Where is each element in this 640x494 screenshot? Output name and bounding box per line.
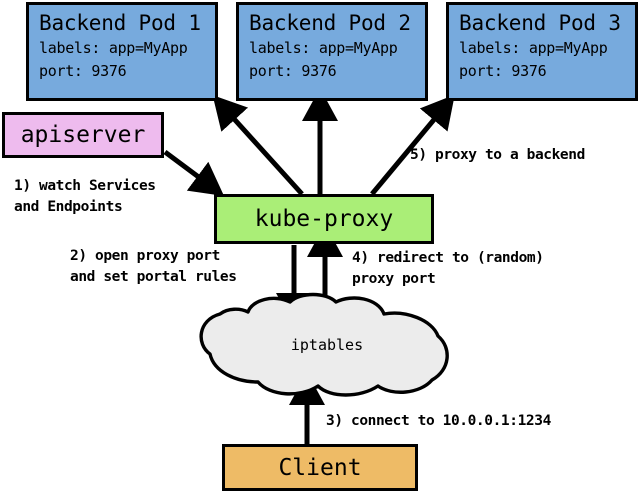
apiserver-label: apiserver	[20, 122, 146, 148]
backend-pod-3[interactable]: Backend Pod 3 labels: app=MyApp port: 93…	[446, 2, 638, 101]
backend-pod-1[interactable]: Backend Pod 1 labels: app=MyApp port: 93…	[26, 2, 218, 101]
kube-proxy-node[interactable]: kube-proxy	[214, 194, 434, 244]
client-label: Client	[278, 454, 362, 481]
backend-pod-1-title: Backend Pod 1	[39, 11, 201, 35]
step-5-label: 5) proxy to a backend	[410, 145, 585, 166]
backend-pod-3-labels: labels: app=MyApp	[459, 39, 608, 57]
step-4-label: 4) redirect to (random) proxy port	[352, 248, 544, 290]
backend-pod-3-port: port: 9376	[459, 62, 547, 80]
step-4-line-2: proxy port	[352, 271, 436, 287]
step-1-line-1: 1) watch Services	[14, 178, 156, 194]
iptables-label: iptables	[290, 336, 364, 354]
backend-pod-2-title: Backend Pod 2	[249, 11, 411, 35]
step-2-line-1: 2) open proxy port	[70, 248, 220, 264]
backend-pod-2-port: port: 9376	[249, 62, 337, 80]
step-1-line-2: and Endpoints	[14, 199, 123, 215]
backend-pod-2-labels: labels: app=MyApp	[249, 39, 398, 57]
backend-pod-2[interactable]: Backend Pod 2 labels: app=MyApp port: 93…	[236, 2, 428, 101]
iptables-cloud[interactable]: iptables	[186, 298, 468, 398]
step-2-line-2: and set portal rules	[70, 269, 237, 285]
step-2-label: 2) open proxy port and set portal rules	[70, 246, 237, 288]
step-4-line-1: 4) redirect to (random)	[352, 250, 544, 266]
step-1-label: 1) watch Services and Endpoints	[14, 176, 156, 218]
backend-pod-1-port: port: 9376	[39, 62, 127, 80]
arrow-kubeproxy-to-pod1	[212, 95, 304, 196]
backend-pod-1-labels: labels: app=MyApp	[39, 39, 188, 57]
backend-pod-3-title: Backend Pod 3	[459, 11, 621, 35]
step-3-label: 3) connect to 10.0.0.1:1234	[326, 411, 551, 432]
step-5-line-1: 5) proxy to a backend	[410, 147, 585, 163]
step-3-line-1: 3) connect to 10.0.0.1:1234	[326, 413, 551, 429]
kube-proxy-label: kube-proxy	[254, 206, 394, 232]
client-node[interactable]: Client	[222, 444, 418, 491]
arrow-apiserver-to-kubeproxy	[163, 149, 225, 196]
apiserver-node[interactable]: apiserver	[2, 112, 164, 158]
